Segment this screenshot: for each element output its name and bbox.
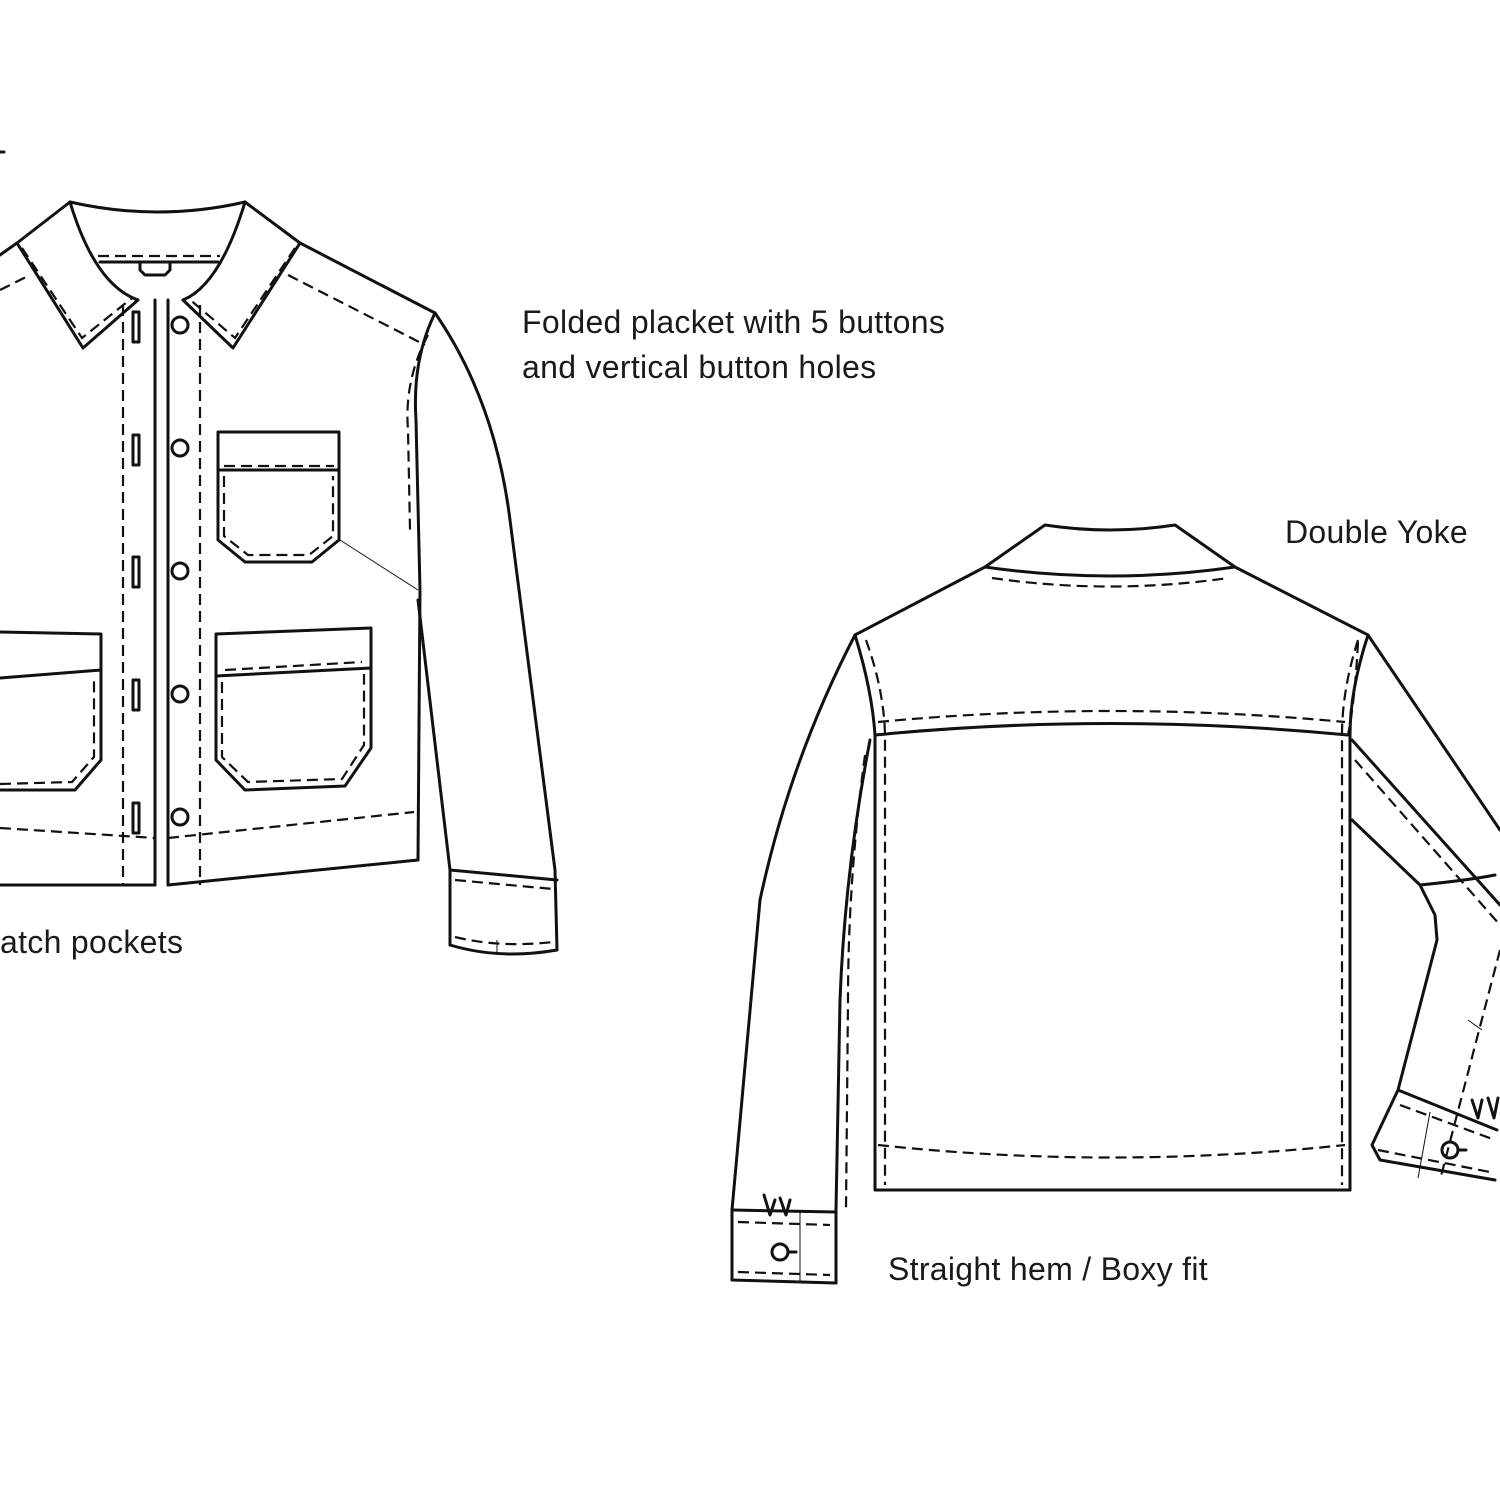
cuff-button-left: [770, 1242, 790, 1262]
left-cuff-pleats: [762, 1193, 798, 1254]
right-cuff-pleats: [1456, 1096, 1500, 1152]
shoulder-left: [0, 241, 19, 257]
label-double-yoke: Double Yoke: [1285, 514, 1469, 550]
placket-stitching: [121, 305, 202, 885]
right-sleeve-stitching: [1346, 641, 1500, 926]
chest-pocket-stitching: [222, 464, 335, 557]
front-hem-stitching: [0, 810, 415, 840]
armhole-stitching: [406, 334, 429, 531]
armhole: [413, 311, 437, 862]
right-sleeve-outline: [1350, 633, 1500, 907]
lower-pocket-left-stitching: [0, 678, 96, 786]
shoulder-left-stitching: [0, 275, 29, 291]
back-armholes: [853, 633, 1370, 1192]
buttonhole-3: [131, 555, 141, 589]
label-patch-pockets: atch pockets: [0, 924, 184, 960]
shoulder-right: [298, 241, 437, 315]
back-shoulders: [853, 565, 1370, 637]
label-placket-line1: Folded placket with 5 buttons: [522, 304, 946, 340]
right-sleeve: [1346, 633, 1500, 1182]
front-hem: [0, 858, 420, 887]
button-1: [170, 315, 190, 335]
shoulder-right-stitching: [287, 274, 426, 346]
sleeve: [416, 311, 559, 952]
yoke-stitching: [877, 709, 1346, 724]
cuff: [448, 868, 559, 956]
cuff-button-right: [1440, 1140, 1460, 1160]
buttonhole-4: [131, 678, 141, 712]
placket: [153, 298, 170, 887]
back-collar-stitching: [991, 576, 1229, 588]
collar-right-stitching: [187, 247, 296, 340]
button-5: [170, 807, 190, 827]
buttonhole-5: [131, 801, 141, 835]
front-jacket: [0, 200, 559, 956]
lower-pocket-right-body: [214, 666, 373, 792]
button-4: [170, 684, 190, 704]
chest-pocket: [216, 430, 419, 591]
lower-pocket-left: [0, 630, 103, 792]
label-placket-line2: and vertical button holes: [522, 349, 877, 385]
collar-left-stitching: [21, 247, 133, 340]
left-sleeve-stitching: [844, 754, 867, 1211]
buttonholes: [131, 310, 141, 835]
buttonhole-2: [131, 433, 141, 467]
front-collar-back: [68, 200, 247, 214]
button-2: [170, 438, 190, 458]
chest-pocket-flap: [216, 430, 341, 472]
right-sleeve-placket-mark: [1467, 1019, 1483, 1031]
back-side-stitching: [864, 639, 1360, 1185]
lower-pocket-right: [214, 626, 373, 792]
chest-pocket-leader-line: [339, 539, 419, 591]
right-cuff-stitching: [1377, 949, 1500, 1181]
label-straight-hem: Straight hem / Boxy fit: [888, 1251, 1208, 1287]
back-hem-stitching: [877, 1143, 1346, 1159]
lower-pocket-right-stitching: [220, 660, 366, 784]
buttons: [170, 315, 190, 827]
chest-pocket-body: [216, 468, 341, 564]
right-cuff-placket-line: [1417, 1111, 1431, 1179]
hanger-loop: [138, 261, 172, 277]
buttonhole-1: [131, 310, 141, 344]
front-neckline: [68, 200, 247, 302]
back-jacket: [730, 523, 1500, 1285]
left-cuff-stitching: [737, 1220, 831, 1277]
collar-right: [181, 200, 302, 350]
right-cuff: [1370, 1088, 1499, 1182]
back-collar: [983, 523, 1237, 578]
button-3: [170, 561, 190, 581]
lower-pocket-right-flap: [214, 626, 373, 678]
left-sleeve: [730, 633, 872, 1285]
lower-pocket-left-outline: [0, 630, 103, 792]
cuff-stitching: [454, 878, 554, 946]
collar-left: [15, 200, 140, 350]
yoke-seam: [873, 722, 1350, 737]
right-sleeve-fold: [1350, 818, 1497, 1092]
